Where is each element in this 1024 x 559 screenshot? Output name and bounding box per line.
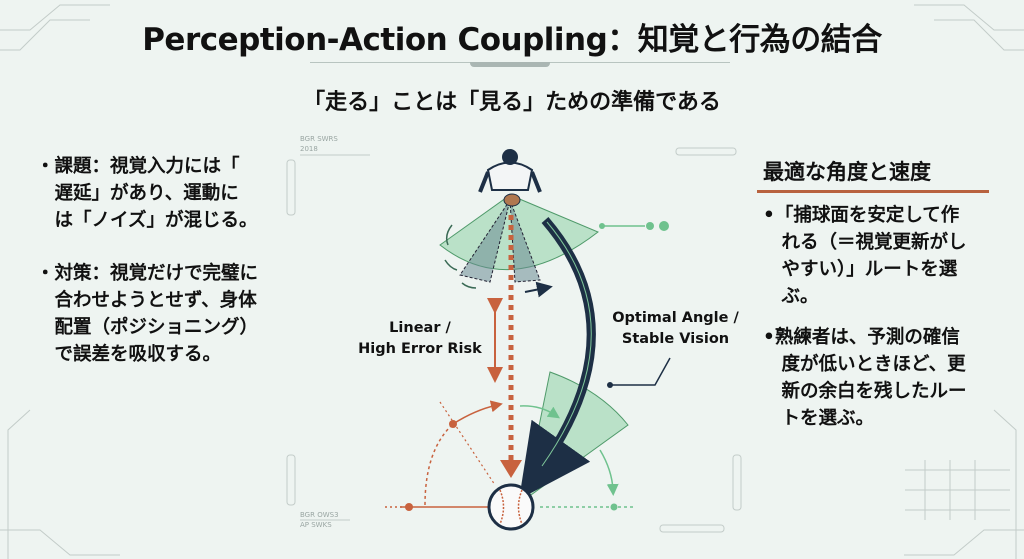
label-line: High Error Risk bbox=[358, 341, 482, 357]
bullet-line: 遅延」があり、運動に bbox=[36, 183, 239, 204]
deco-label-top: BGR SWRS 2018 bbox=[300, 134, 338, 154]
bullet-line: ・対策：視覚だけで完璧に bbox=[36, 263, 259, 284]
page-title: Perception-Action Coupling：知覚と行為の結合 bbox=[142, 22, 882, 58]
bullet-line: ・課題：視覚入力には「 bbox=[36, 156, 240, 177]
right-heading-underline bbox=[757, 190, 989, 193]
title-divider-tab bbox=[470, 62, 550, 67]
bullet-line: ぶ。 bbox=[763, 286, 819, 307]
bullet-line: 合わせようとせず、身体 bbox=[36, 290, 257, 311]
bullet-expert: •熟練者は、予測の確信 度が低いときほど、更 新の余白を残したルー トを選ぶ。 bbox=[763, 324, 967, 432]
bullet-line: 度が低いときほど、更 bbox=[763, 354, 966, 375]
page-subtitle: 「走る」ことは「見る」ための準備である bbox=[303, 90, 721, 115]
deco-label-bottom: BGR OWS3 AP SWKS bbox=[300, 510, 339, 530]
right-bullet-list: •「捕球面を安定して作 れる（＝視覚更新がし やすい）」ルートを選 ぶ。 •熟練… bbox=[763, 202, 967, 446]
bullet-problem: ・課題：視覚入力には「 遅延」があり、運動に は「ノイズ」が混じる。 bbox=[36, 153, 258, 234]
right-heading: 最適な角度と速度 bbox=[763, 160, 931, 184]
baseball-icon bbox=[487, 483, 535, 531]
bullet-line: 配置（ポジショニング） bbox=[36, 317, 259, 338]
motion-lines-icon bbox=[444, 224, 477, 289]
bullet-line: で誤差を吸収する。 bbox=[36, 344, 222, 365]
bullet-stable-route: •「捕球面を安定して作 れる（＝視覚更新がし やすい）」ルートを選 ぶ。 bbox=[763, 202, 967, 310]
left-bullet-list: ・課題：視覚入力には「 遅延」があり、運動に は「ノイズ」が混じる。 ・対策：視… bbox=[36, 153, 258, 394]
deco-text: AP SWKS bbox=[300, 521, 332, 529]
deco-text: BGR SWRS bbox=[300, 135, 338, 143]
bullet-line: は「ノイズ」が混じる。 bbox=[36, 210, 258, 231]
deco-text: 2018 bbox=[300, 145, 318, 153]
bullet-line: やすい）」ルートを選 bbox=[763, 259, 958, 280]
label-line: Optimal Angle / bbox=[612, 310, 739, 326]
bullet-line: •「捕球面を安定して作 bbox=[763, 205, 960, 226]
label-line: Linear / bbox=[389, 320, 451, 336]
vision-fan-narrow bbox=[459, 199, 541, 283]
linear-route-label: Linear / High Error Risk bbox=[345, 318, 495, 360]
bullet-line: 新の余白を残したルー bbox=[763, 381, 967, 402]
bullet-countermeasure: ・対策：視覚だけで完璧に 合わせようとせず、身体 配置（ポジショニング） で誤差… bbox=[36, 260, 258, 368]
bullet-line: トを選ぶ。 bbox=[763, 408, 875, 429]
deco-text: BGR OWS3 bbox=[300, 511, 339, 519]
label-line: Stable Vision bbox=[621, 331, 730, 347]
optimal-route-label: Optimal Angle / Stable Vision bbox=[608, 308, 743, 350]
fielder-figure bbox=[478, 149, 542, 207]
bullet-line: れる（＝視覚更新がし bbox=[763, 232, 967, 253]
bullet-line: •熟練者は、予測の確信 bbox=[763, 327, 960, 348]
